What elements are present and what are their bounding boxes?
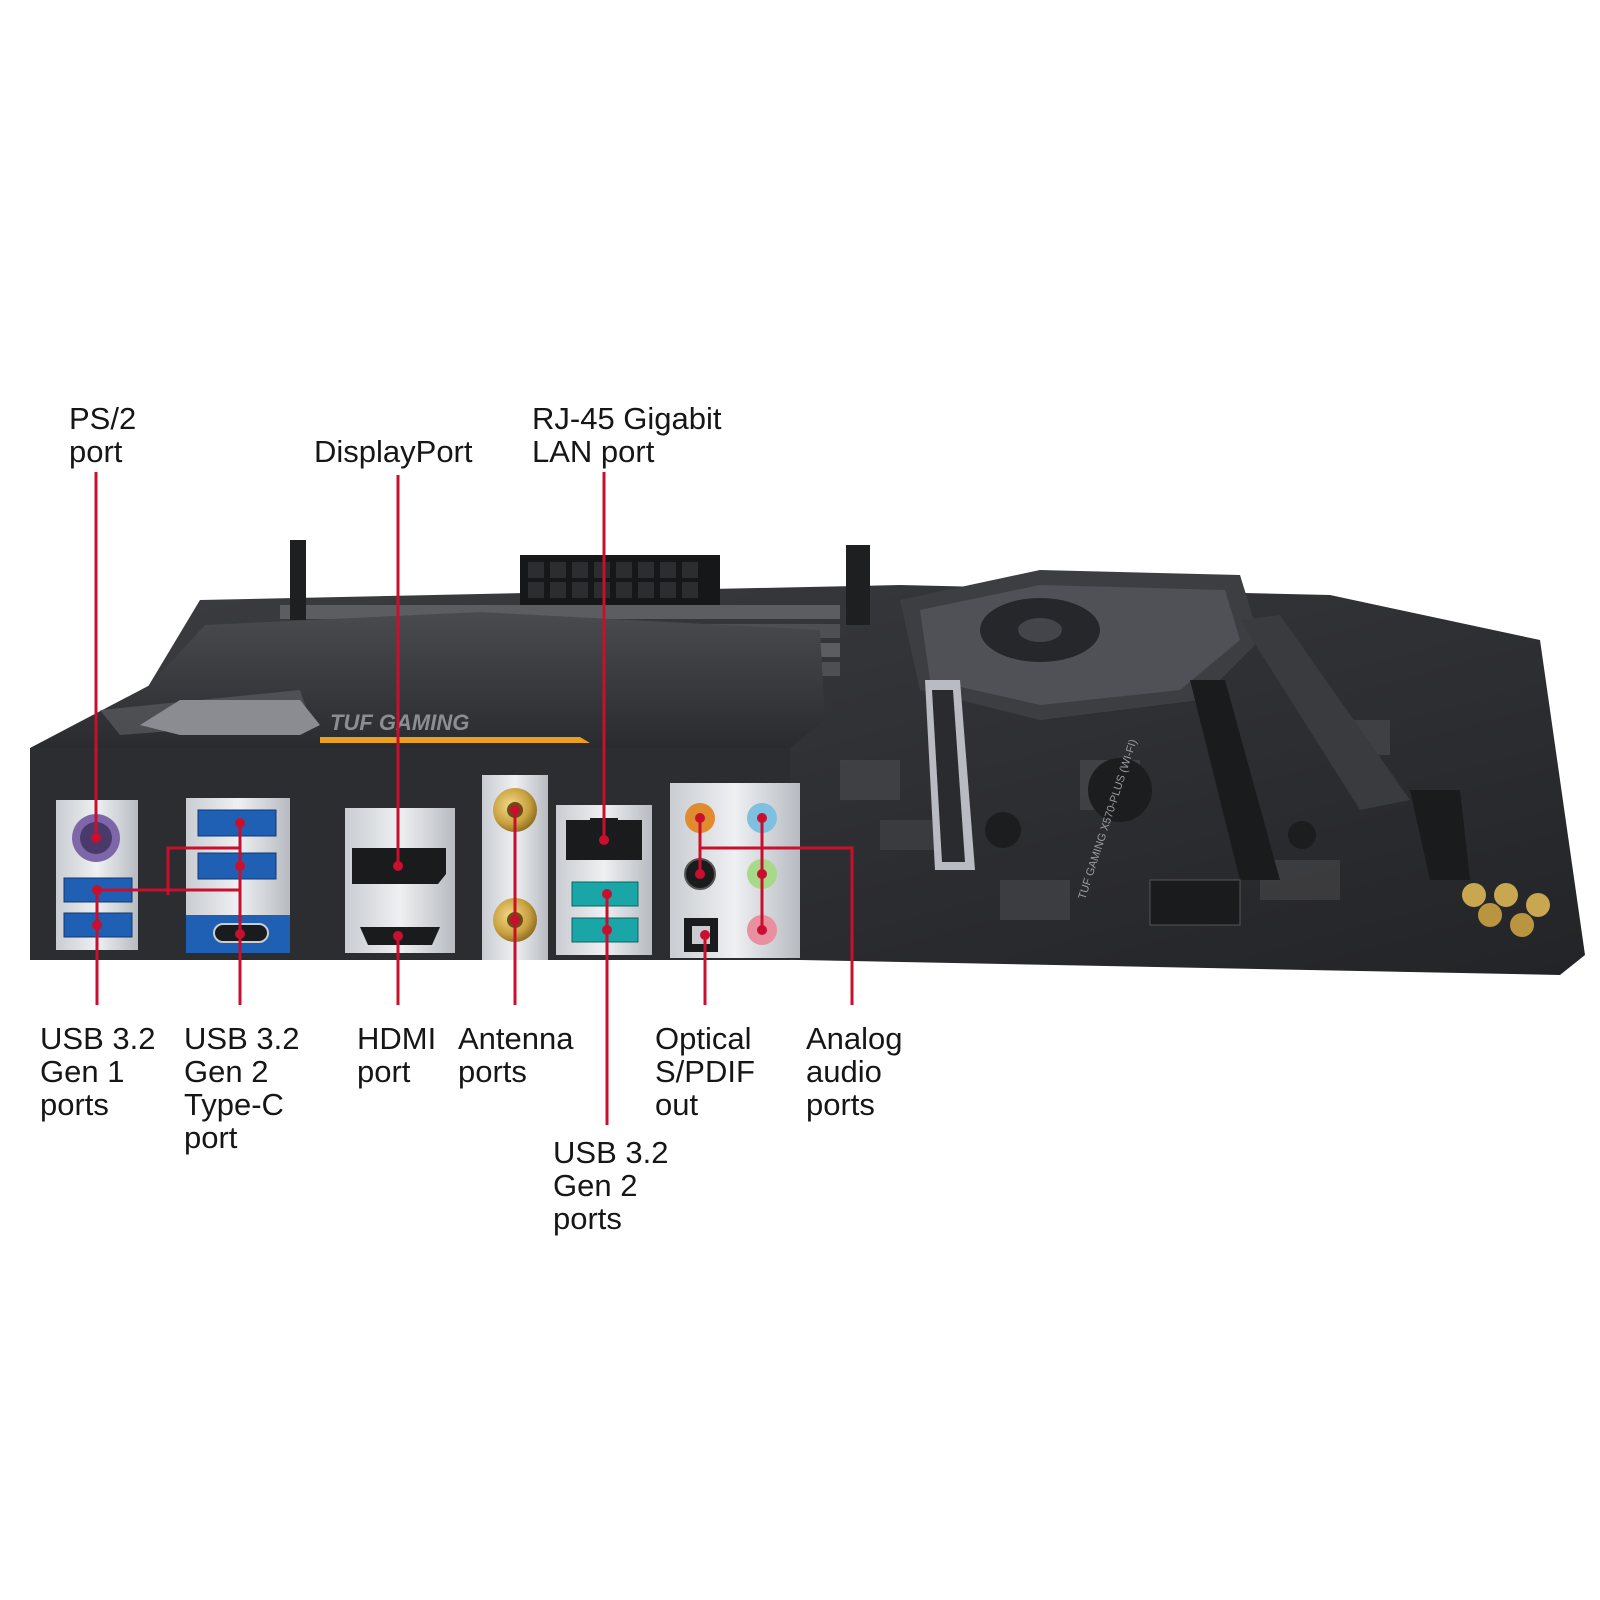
label-antenna-ports: Antenna ports <box>458 1021 574 1089</box>
label-optical-spdif: Optical S/PDIF out <box>655 1021 755 1122</box>
label-ps2-port: PS/2 port <box>69 401 137 469</box>
label-usb-gen1-ports: USB 3.2 Gen 1 ports <box>40 1021 156 1122</box>
tuf-gaming-brand-text: TUF GAMING <box>330 710 469 735</box>
callout-dots <box>91 805 767 941</box>
atx-power-connector <box>520 555 720 605</box>
tuf-logo-icon <box>140 700 320 735</box>
label-hdmi-port: HDMI port <box>357 1021 437 1089</box>
pcie-slots <box>925 680 1470 880</box>
chipset-heatsink <box>900 570 1260 720</box>
label-analog-audio: Analog audio ports <box>806 1021 903 1122</box>
label-usb-gen2-typec: USB 3.2 Gen 2 Type-C port <box>184 1021 300 1155</box>
m2-heatsink <box>1240 615 1410 810</box>
label-displayport: DisplayPort <box>314 434 473 469</box>
callout-line-usb-gen2-branch <box>166 846 240 895</box>
label-rj45-lan: RJ-45 Gigabit LAN port <box>532 401 722 469</box>
capacitors <box>985 758 1550 937</box>
label-usb-gen2-ports: USB 3.2 Gen 2 ports <box>553 1135 669 1236</box>
callout-lines <box>94 472 854 1125</box>
audio-chip <box>1149 879 1241 926</box>
callout-line-analog <box>700 846 854 1005</box>
